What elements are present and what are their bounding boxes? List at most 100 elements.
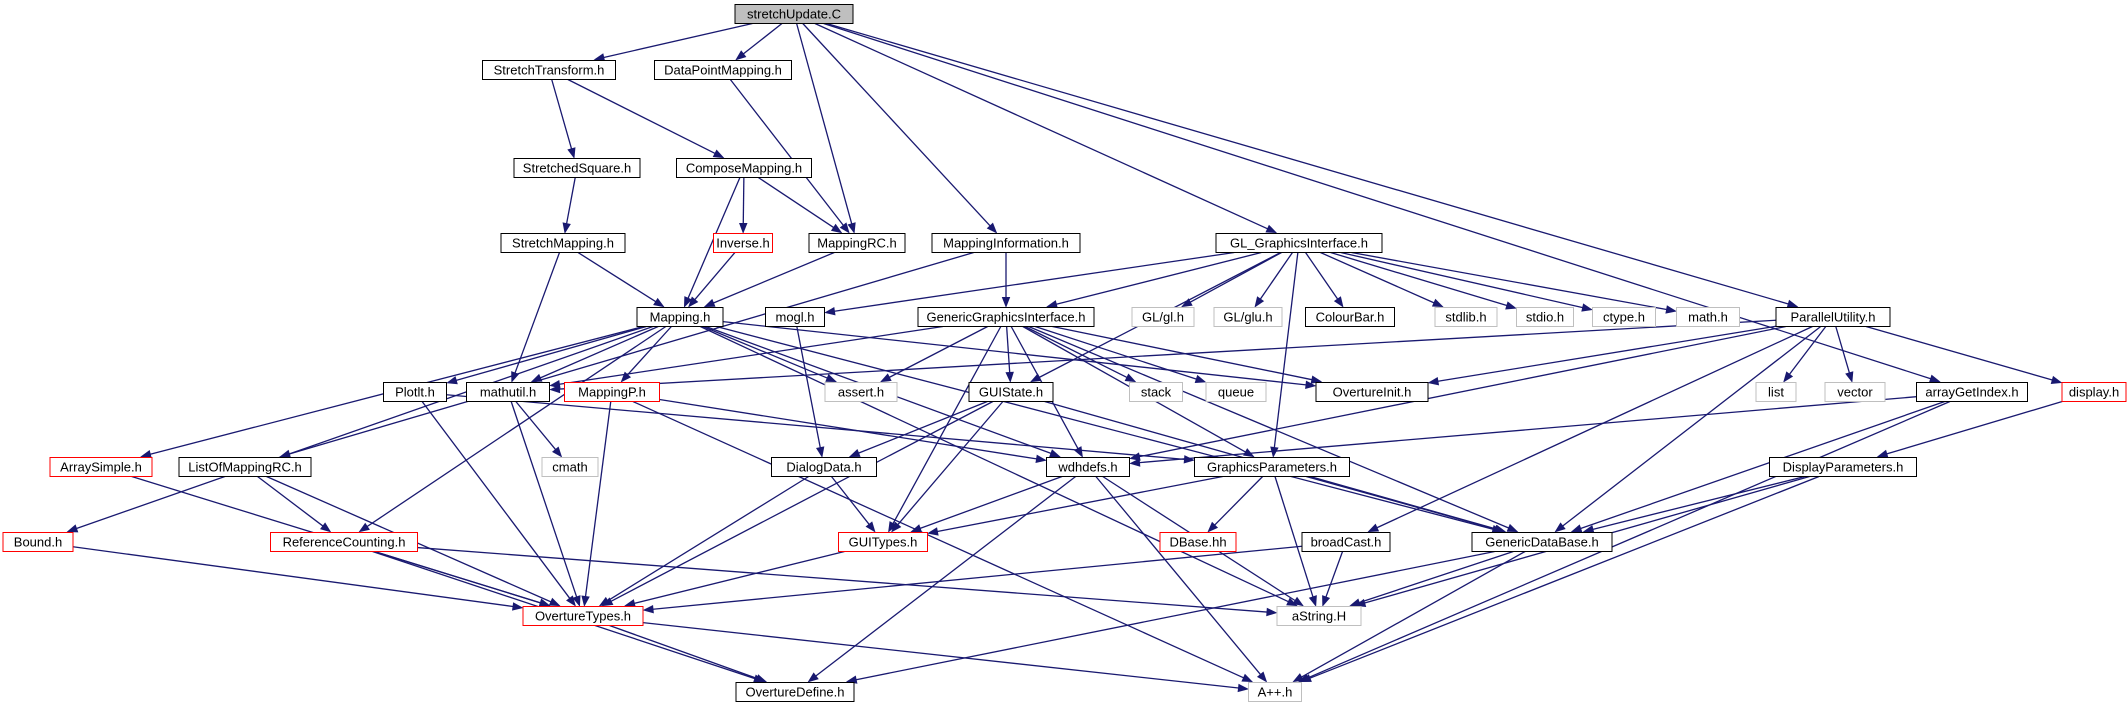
node-GenericGraphicsInterface[interactable]: GenericGraphicsInterface.h	[917, 307, 1095, 327]
edge-line	[1301, 550, 1526, 678]
node-MappingInformation[interactable]: MappingInformation.h	[931, 233, 1081, 253]
node-box	[734, 4, 854, 24]
edge-OvertureTypes-to-App	[642, 621, 1249, 693]
node-Bound[interactable]: Bound.h	[2, 532, 74, 552]
node-label: DataPointMapping.h	[664, 63, 782, 78]
arrowhead	[986, 222, 998, 234]
node-GraphicsParameters[interactable]: GraphicsParameters.h	[1194, 457, 1350, 477]
node-GLgl[interactable]: GL/gl.h	[1131, 307, 1195, 327]
node-GUITypes[interactable]: GUITypes.h	[838, 532, 928, 552]
edge-line	[1562, 325, 1822, 527]
node-StretchedSquare[interactable]: StretchedSquare.h	[513, 158, 641, 178]
node-ctype[interactable]: ctype.h	[1592, 307, 1656, 327]
node-OvertureTypes[interactable]: OvertureTypes.h	[522, 606, 644, 626]
arrowhead	[1322, 595, 1331, 607]
edge-line	[1024, 325, 1128, 379]
edge-root-to-MappingInformation	[802, 23, 998, 234]
node-label: ParallelUtility.h	[1790, 310, 1875, 325]
node-math[interactable]: math.h	[1676, 307, 1740, 327]
node-Inverse[interactable]: Inverse.h	[713, 233, 773, 253]
node-queue[interactable]: queue	[1205, 382, 1267, 402]
node-cmath[interactable]: cmath	[541, 457, 599, 477]
node-DataPointMapping[interactable]: DataPointMapping.h	[654, 60, 792, 80]
edge-ComposeMapping-to-MappingRC	[757, 176, 843, 234]
node-ColourBar[interactable]: ColourBar.h	[1305, 307, 1395, 327]
node-assert[interactable]: assert.h	[824, 382, 898, 402]
node-stdio[interactable]: stdio.h	[1516, 307, 1574, 327]
node-Mapping[interactable]: Mapping.h	[636, 307, 724, 327]
node-label: queue	[1218, 385, 1254, 400]
node-mathutil[interactable]: mathutil.h	[466, 382, 550, 402]
node-vector[interactable]: vector	[1824, 382, 1886, 402]
edge-line	[584, 401, 612, 597]
node-ListOfMappingRC[interactable]: ListOfMappingRC.h	[178, 457, 312, 477]
node-GenericDataBase[interactable]: GenericDataBase.h	[1471, 532, 1613, 552]
arrowhead	[839, 222, 850, 234]
arrowhead	[581, 595, 590, 607]
node-OvertureInit[interactable]: OvertureInit.h	[1315, 382, 1429, 402]
arrowhead	[1254, 296, 1265, 308]
node-aString[interactable]: aString.H	[1276, 606, 1362, 626]
node-ReferenceCounting[interactable]: ReferenceCounting.h	[270, 532, 418, 552]
edge-DataPointMapping-to-MappingRC	[729, 79, 850, 234]
node-label: ComposeMapping.h	[686, 161, 802, 176]
edge-line	[567, 78, 716, 155]
node-StretchTransform[interactable]: StretchTransform.h	[482, 60, 616, 80]
node-MappingRC[interactable]: MappingRC.h	[808, 233, 906, 253]
arrowhead	[1194, 374, 1207, 383]
node-GL_GraphicsInterface[interactable]: GL_GraphicsInterface.h	[1215, 233, 1383, 253]
edge-line	[1052, 325, 1313, 381]
edge-Inverse-to-Mapping	[688, 252, 736, 308]
node-StretchMapping[interactable]: StretchMapping.h	[500, 233, 626, 253]
node-GLglu[interactable]: GL/glu.h	[1213, 307, 1283, 327]
edge-GenericGraphicsInterface-to-assert	[880, 325, 988, 383]
node-ComposeMapping[interactable]: ComposeMapping.h	[676, 158, 812, 178]
node-arrayGetIndex[interactable]: arrayGetIndex.h	[1916, 382, 2028, 402]
edge-Mapping-to-Bound	[66, 325, 654, 533]
edge-line	[446, 394, 1185, 460]
arrowhead	[530, 373, 543, 383]
node-box	[1213, 307, 1283, 327]
node-label: MappingP.h	[578, 385, 646, 400]
node-label: A++.h	[1258, 685, 1293, 700]
node-DialogData[interactable]: DialogData.h	[771, 457, 877, 477]
node-box	[1129, 382, 1183, 402]
node-ArraySimple[interactable]: ArraySimple.h	[49, 457, 153, 477]
node-DisplayParameters[interactable]: DisplayParameters.h	[1769, 457, 1917, 477]
arrowhead	[1928, 374, 1941, 383]
arrowhead	[1554, 522, 1566, 533]
node-label: ctype.h	[1603, 310, 1645, 325]
edge-line	[1139, 325, 1786, 458]
arrowhead	[140, 450, 152, 459]
edge-arrayGetIndex-to-wdhdefs	[1129, 396, 1917, 467]
node-ParallelUtility[interactable]: ParallelUtility.h	[1775, 307, 1891, 327]
node-root[interactable]: stretchUpdate.C	[734, 4, 854, 24]
node-wdhdefs[interactable]: wdhdefs.h	[1046, 457, 1130, 477]
arrowhead	[593, 53, 606, 62]
edge-line	[830, 476, 870, 525]
node-Plotlt[interactable]: Plotlt.h	[383, 382, 447, 402]
edge-ParallelUtility-to-vector	[1835, 326, 1854, 383]
node-label: GenericDataBase.h	[1485, 535, 1598, 550]
arrowhead	[1786, 299, 1799, 308]
node-stdlib[interactable]: stdlib.h	[1434, 307, 1498, 327]
node-broadCast[interactable]: broadCast.h	[1301, 532, 1391, 552]
arrowhead	[548, 597, 561, 607]
arrowhead	[1505, 301, 1517, 310]
node-list[interactable]: list	[1755, 382, 1797, 402]
node-label: Mapping.h	[650, 310, 711, 325]
edge-line	[1788, 326, 1827, 375]
node-mogl[interactable]: mogl.h	[765, 307, 825, 327]
node-label: ArraySimple.h	[60, 460, 142, 475]
arrowhead	[642, 604, 654, 614]
node-MappingP[interactable]: MappingP.h	[564, 382, 660, 402]
node-App[interactable]: A++.h	[1248, 682, 1302, 702]
node-stack[interactable]: stack	[1129, 382, 1183, 402]
node-box	[1916, 382, 2028, 402]
node-GUIState[interactable]: GUIState.h	[968, 382, 1054, 402]
node-DBase[interactable]: DBase.hh	[1159, 532, 1237, 552]
edge-GUIState-to-OvertureTypes	[601, 400, 994, 607]
node-box	[1205, 382, 1267, 402]
node-display[interactable]: display.h	[2061, 382, 2127, 402]
node-OvertureDefine[interactable]: OvertureDefine.h	[735, 682, 855, 702]
